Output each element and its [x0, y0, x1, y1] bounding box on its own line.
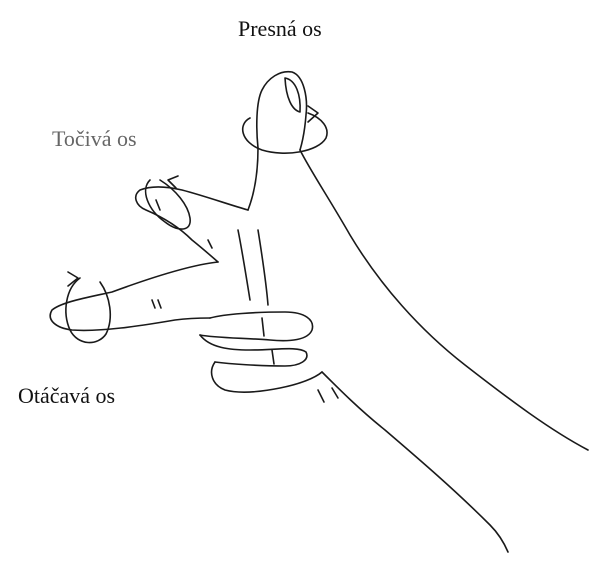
middle-rotation-ring [66, 278, 110, 343]
palm-crease-1 [238, 230, 250, 300]
thumbnail [285, 78, 300, 112]
index-finger-outline [136, 187, 248, 262]
label-tociva-os: Točivá os [52, 128, 137, 150]
thumb-back-contour [300, 150, 588, 450]
wrist-crease-1 [318, 390, 324, 402]
label-presna-os: Presná os [238, 18, 322, 40]
index-crease-1 [156, 200, 160, 210]
thumb-front-contour [248, 148, 258, 210]
pinky-crease [272, 350, 274, 364]
palm-crease-2 [258, 230, 268, 305]
ring-crease [262, 318, 264, 336]
middle-crease-1 [152, 300, 155, 308]
wrist-crease-2 [332, 388, 338, 398]
thumb-rotation-ring [243, 113, 327, 153]
middle-crease-2 [158, 300, 161, 308]
label-otacava-os: Otáčavá os [18, 385, 115, 407]
index-crease-2 [208, 240, 212, 248]
wrist-inner-contour [322, 372, 508, 552]
thumb-outline [257, 72, 307, 150]
ring-finger-outline [200, 312, 313, 341]
middle-finger-outline [50, 262, 218, 330]
